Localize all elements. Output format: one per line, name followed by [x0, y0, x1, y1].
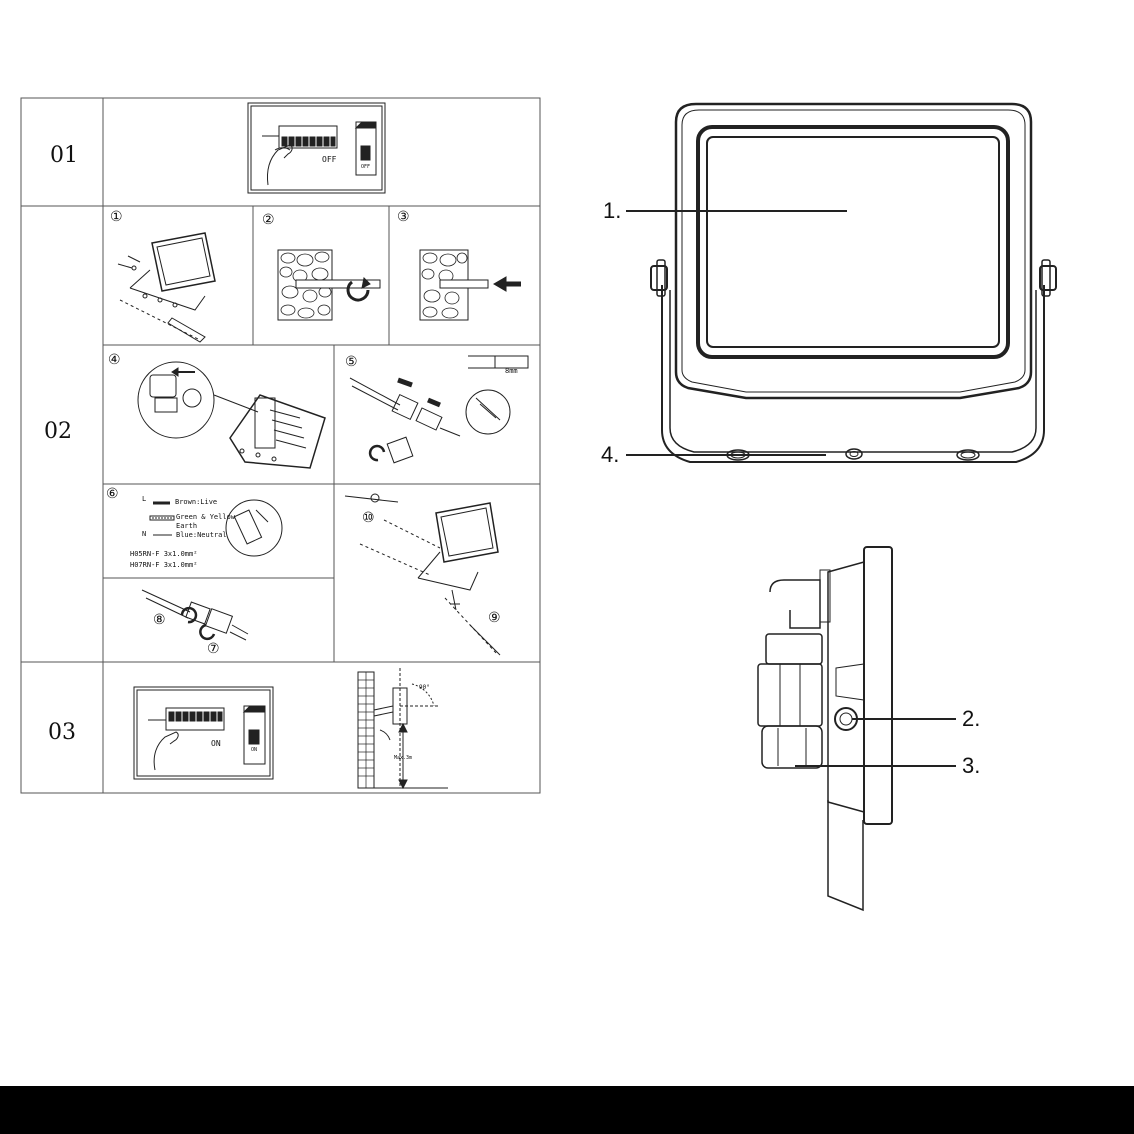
- callout-4: 4.: [601, 442, 619, 468]
- callout-1: 1.: [603, 198, 621, 224]
- footer-bar: [0, 1086, 1134, 1134]
- floodlight-side-view: [758, 547, 956, 910]
- callout-3: 3.: [962, 753, 980, 779]
- floodlight-front-view: [626, 104, 1056, 462]
- callout-2: 2.: [962, 706, 980, 732]
